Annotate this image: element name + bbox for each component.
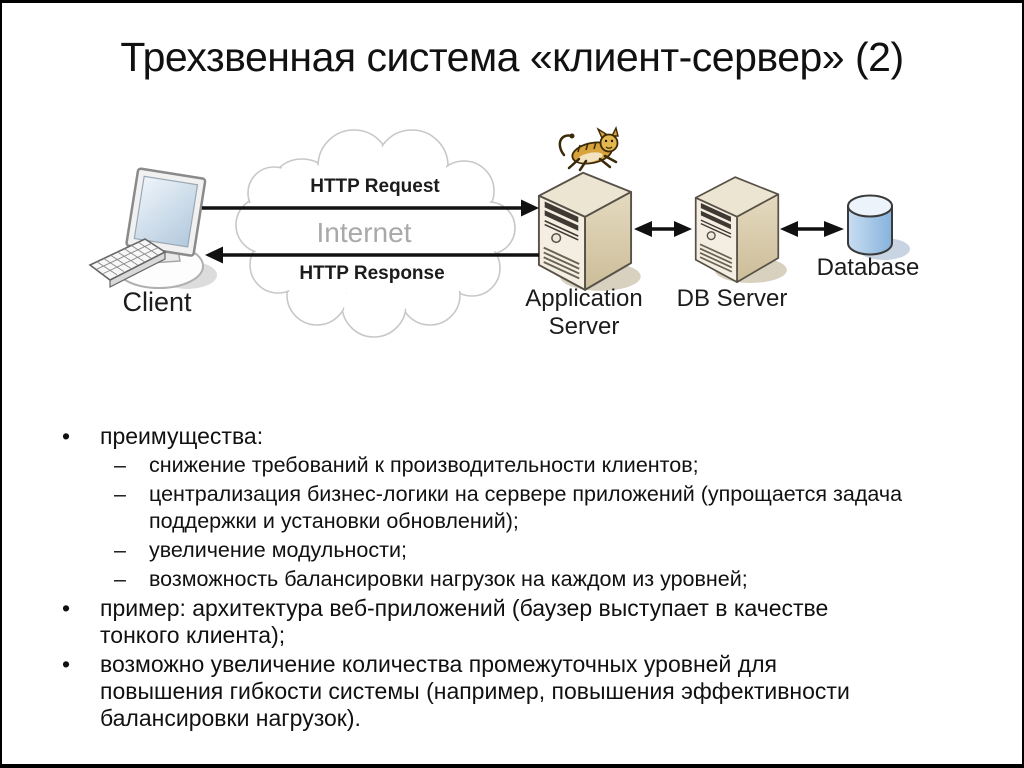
db-server-label: DB Server: [676, 285, 788, 312]
bullet-item: – увеличение модульности;: [62, 537, 966, 564]
bullet-item: • возможно увеличение количества промежу…: [62, 651, 966, 732]
http-response-label: HTTP Response: [299, 263, 445, 284]
architecture-diagram: [88, 125, 910, 338]
client-computer-icon: [114, 167, 217, 289]
appserver-dbserver-arrow: [634, 221, 692, 237]
bullet-text: возможность балансировки нагрузок на каж…: [149, 567, 748, 591]
internet-cloud-icon: [235, 129, 516, 338]
http-request-label: HTTP Request: [310, 176, 440, 197]
database-label: Database: [816, 254, 920, 281]
http-response-arrow: [205, 246, 539, 264]
bullet-text: возможно увеличение количества промежуто…: [100, 651, 850, 731]
bullet-marker: •: [62, 595, 71, 621]
page-title: Трехзвенная система «клиент-сервер» (2): [120, 34, 904, 80]
bullet-marker: –: [114, 538, 126, 562]
bullet-text: пример: архитектура веб-приложений (бауз…: [100, 595, 829, 648]
bullet-text: преимущества:: [100, 423, 264, 449]
dbserver-database-arrow: [780, 221, 844, 237]
bullet-item: – снижение требований к производительнос…: [62, 452, 966, 479]
app-server-icon: [537, 171, 642, 292]
database-cylinder-icon: [847, 194, 910, 260]
bullet-list: • преимущества: – снижение требований к …: [62, 423, 966, 734]
http-request-arrow: [202, 199, 539, 217]
bullet-marker: –: [114, 482, 126, 506]
bullet-text: увеличение модульности;: [149, 538, 407, 562]
bullet-marker: •: [62, 423, 71, 449]
client-label: Client: [122, 287, 192, 317]
bullet-text: централизация бизнес-логики на сервере п…: [149, 482, 903, 533]
app-server-label: Application Server: [525, 285, 643, 340]
db-server-icon: [694, 176, 788, 284]
bullet-item: – централизация бизнес-логики на сервере…: [62, 481, 966, 535]
bullet-marker: –: [114, 567, 126, 591]
bullet-item: – возможность балансировки нагрузок на к…: [62, 566, 966, 593]
keyboard-icon: [88, 238, 167, 288]
bullet-item: • преимущества:: [62, 423, 966, 450]
tomcat-cat-icon: [558, 125, 619, 172]
bullet-text: снижение требований к производительности…: [149, 453, 699, 477]
bullet-marker: –: [114, 453, 126, 477]
internet-label: Internet: [316, 217, 412, 248]
bullet-item: • пример: архитектура веб-приложений (ба…: [62, 595, 966, 649]
bullet-marker: •: [62, 651, 71, 677]
